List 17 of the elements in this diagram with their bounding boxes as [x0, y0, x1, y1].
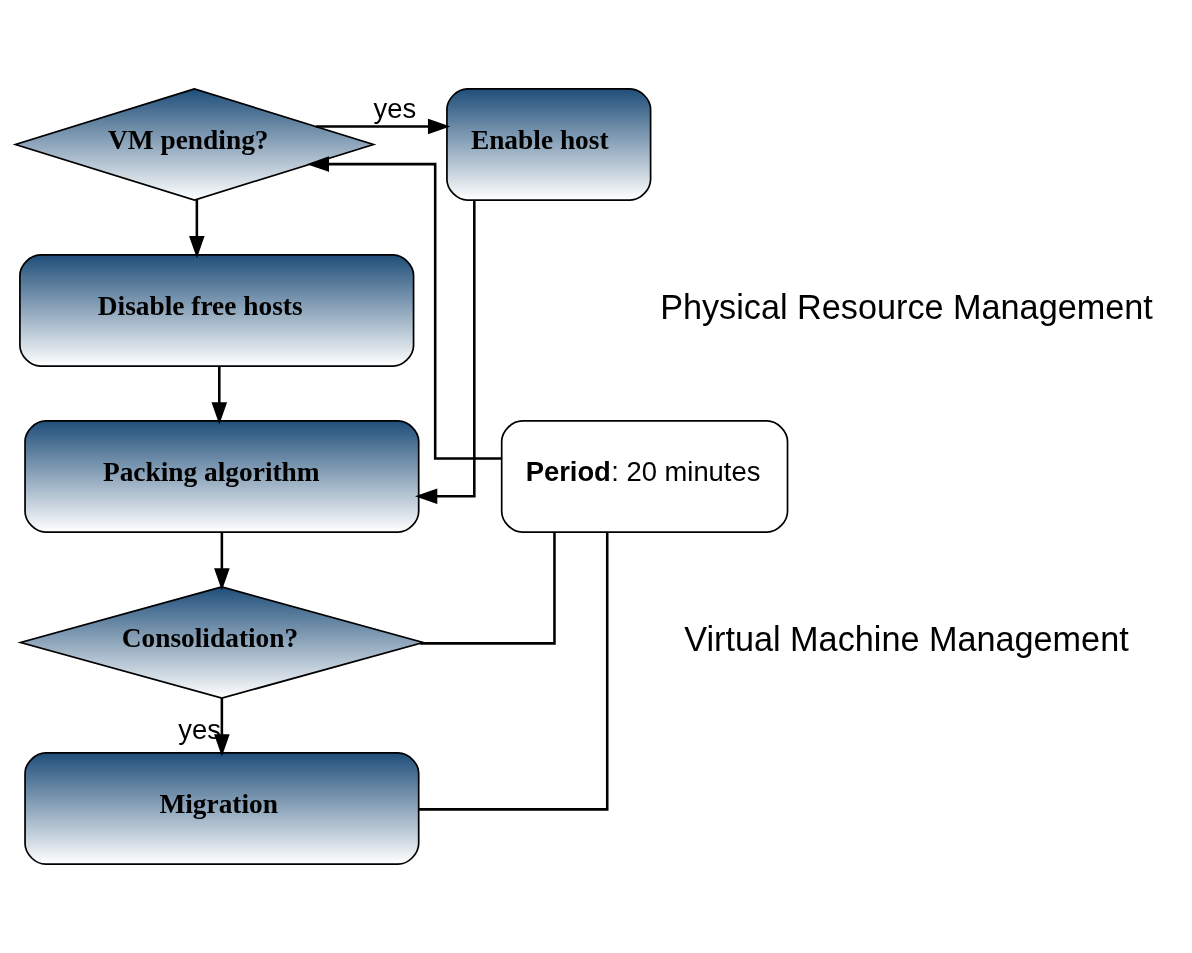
edge-label: yes	[178, 713, 221, 745]
arrow	[306, 156, 502, 460]
connector	[420, 532, 556, 645]
arrow	[214, 532, 230, 591]
arrow	[214, 698, 230, 757]
connector	[419, 532, 609, 811]
node-box: Migration	[24, 752, 420, 865]
arrow	[211, 366, 228, 425]
node-box: Packing algorithm	[24, 420, 420, 533]
node-box: Disable free hosts	[19, 254, 415, 367]
label: Physical Resource Management	[660, 288, 1153, 327]
arrow	[189, 199, 205, 259]
node-box: Enable host	[446, 88, 652, 201]
label: Virtual Machine Management	[684, 620, 1129, 659]
arrow	[315, 118, 451, 135]
arrow	[415, 200, 476, 504]
node-box: Period: 20 minutes	[500, 420, 789, 533]
